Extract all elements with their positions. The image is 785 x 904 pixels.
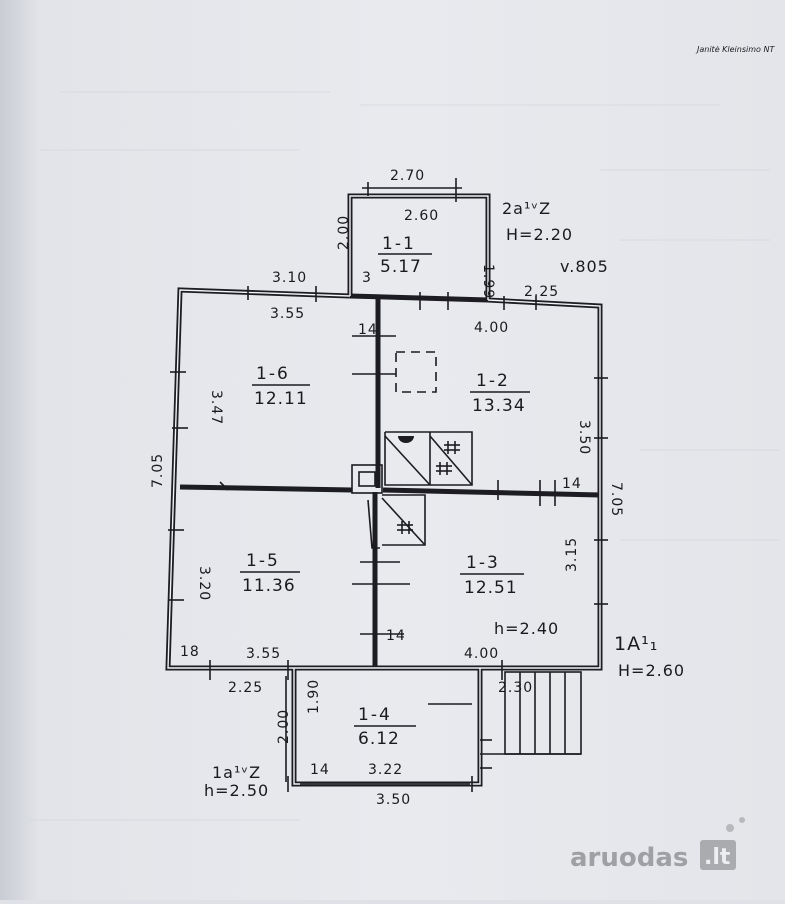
porch-code: 1a¹ᵛZ bbox=[212, 763, 261, 782]
dim-porch-height-outer: 2.00 bbox=[276, 709, 292, 744]
room-area: 6.12 bbox=[358, 729, 400, 749]
dimension-lines bbox=[168, 178, 608, 792]
stove-chimney bbox=[351, 464, 383, 494]
dimension-labels: 2.70 2.60 2.00 1.99 3 3.10 3.55 2.25 4.0… bbox=[150, 168, 624, 808]
dim-porch-height-inner: 1.90 bbox=[306, 679, 322, 714]
room-1-2: 1-2 13.34 bbox=[470, 371, 530, 416]
room-area: 12.51 bbox=[464, 578, 518, 598]
annex-top-height: H=2.20 bbox=[506, 225, 573, 244]
dim-right-lower: 3.15 bbox=[564, 537, 580, 572]
annex-top-volume: v.805 bbox=[560, 257, 609, 276]
main-outer-wall bbox=[165, 287, 603, 671]
dim-right-upper: 3.50 bbox=[576, 420, 592, 455]
dim-bottom-left-inner: 3.55 bbox=[246, 646, 281, 662]
dim-corner-18: 18 bbox=[180, 644, 200, 660]
dim-porch-bottom-inner: 3.22 bbox=[368, 762, 403, 778]
watermark-suffix: .lt bbox=[704, 845, 731, 870]
signature-text: Janitė Kleinsimo NT bbox=[695, 45, 775, 54]
room-id: 1-5 bbox=[246, 551, 280, 571]
room-id: 1-1 bbox=[382, 234, 416, 254]
dim-annex-wall: 3 bbox=[362, 270, 372, 286]
dashed-hatch-outline bbox=[395, 351, 437, 393]
walls bbox=[165, 193, 603, 787]
dim-top-right-outer: 2.25 bbox=[524, 284, 559, 300]
room-height: h=2.40 bbox=[494, 619, 559, 638]
background-scan-lines bbox=[30, 91, 780, 821]
dim-wall-14-right: 14 bbox=[562, 476, 582, 492]
room-id: 1-3 bbox=[466, 553, 500, 573]
room-area: 13.34 bbox=[472, 396, 526, 416]
aruodas-watermark: aruodas .lt bbox=[570, 817, 745, 873]
dim-left-lower: 3.20 bbox=[196, 566, 212, 601]
dim-porch-bottom-outer: 3.50 bbox=[376, 792, 411, 808]
room-id: 1-6 bbox=[256, 364, 290, 384]
dim-left-upper: 3.47 bbox=[208, 390, 224, 425]
watermark-text: aruodas bbox=[570, 843, 688, 873]
room-area: 11.36 bbox=[242, 576, 296, 596]
dim-top-right-inner: 4.00 bbox=[474, 320, 509, 336]
dim-porch-wall: 14 bbox=[310, 762, 330, 778]
annotation-notes: 2a¹ᵛZ H=2.20 v.805 h=2.40 1A¹₁ H=2.60 1a… bbox=[204, 199, 685, 800]
interior-wall-mid-left bbox=[179, 484, 353, 493]
room-area: 5.17 bbox=[380, 257, 422, 277]
room-1-1: 1-1 5.17 bbox=[378, 234, 432, 277]
external-stairs bbox=[480, 671, 582, 769]
main-building-code: 1A¹₁ bbox=[614, 633, 658, 655]
dim-annex-right: 1.99 bbox=[480, 264, 496, 299]
room-id: 1-2 bbox=[476, 371, 510, 391]
dim-top-left-inner: 3.55 bbox=[270, 306, 305, 322]
dim-top-left-outer: 3.10 bbox=[272, 270, 307, 286]
dim-bottom-right-inner: 4.00 bbox=[464, 646, 499, 662]
room-1-5: 1-5 11.36 bbox=[240, 551, 300, 596]
room-id: 1-4 bbox=[358, 705, 392, 725]
dim-right-total: 7.05 bbox=[608, 482, 624, 517]
dim-bottom-left-outer: 2.25 bbox=[228, 680, 263, 696]
dim-wall-14-top: 14 bbox=[358, 322, 378, 338]
main-building-height: H=2.60 bbox=[618, 661, 685, 680]
upper-stair-symbol bbox=[384, 431, 473, 486]
dim-annex-left: 2.00 bbox=[336, 215, 352, 250]
porch-height: h=2.50 bbox=[204, 781, 269, 800]
interior-wall-mid-right bbox=[382, 487, 601, 498]
room-area: 12.11 bbox=[254, 389, 308, 409]
room-1-3: 1-3 12.51 bbox=[460, 553, 524, 598]
room-1-4: 1-4 6.12 bbox=[354, 705, 416, 749]
annex-top-code: 2a¹ᵛZ bbox=[502, 199, 551, 218]
dim-porch-right: 2.30 bbox=[498, 680, 533, 696]
dim-annex-top-inner: 2.60 bbox=[404, 208, 439, 224]
annex-bottom-wall bbox=[349, 293, 489, 303]
lower-stair-symbol bbox=[367, 494, 426, 549]
dim-wall-14-mid: 14 bbox=[386, 628, 406, 644]
dim-left-total: 7.05 bbox=[150, 453, 166, 488]
dim-annex-top-outer: 2.70 bbox=[390, 168, 425, 184]
room-1-6: 1-6 12.11 bbox=[252, 364, 310, 409]
